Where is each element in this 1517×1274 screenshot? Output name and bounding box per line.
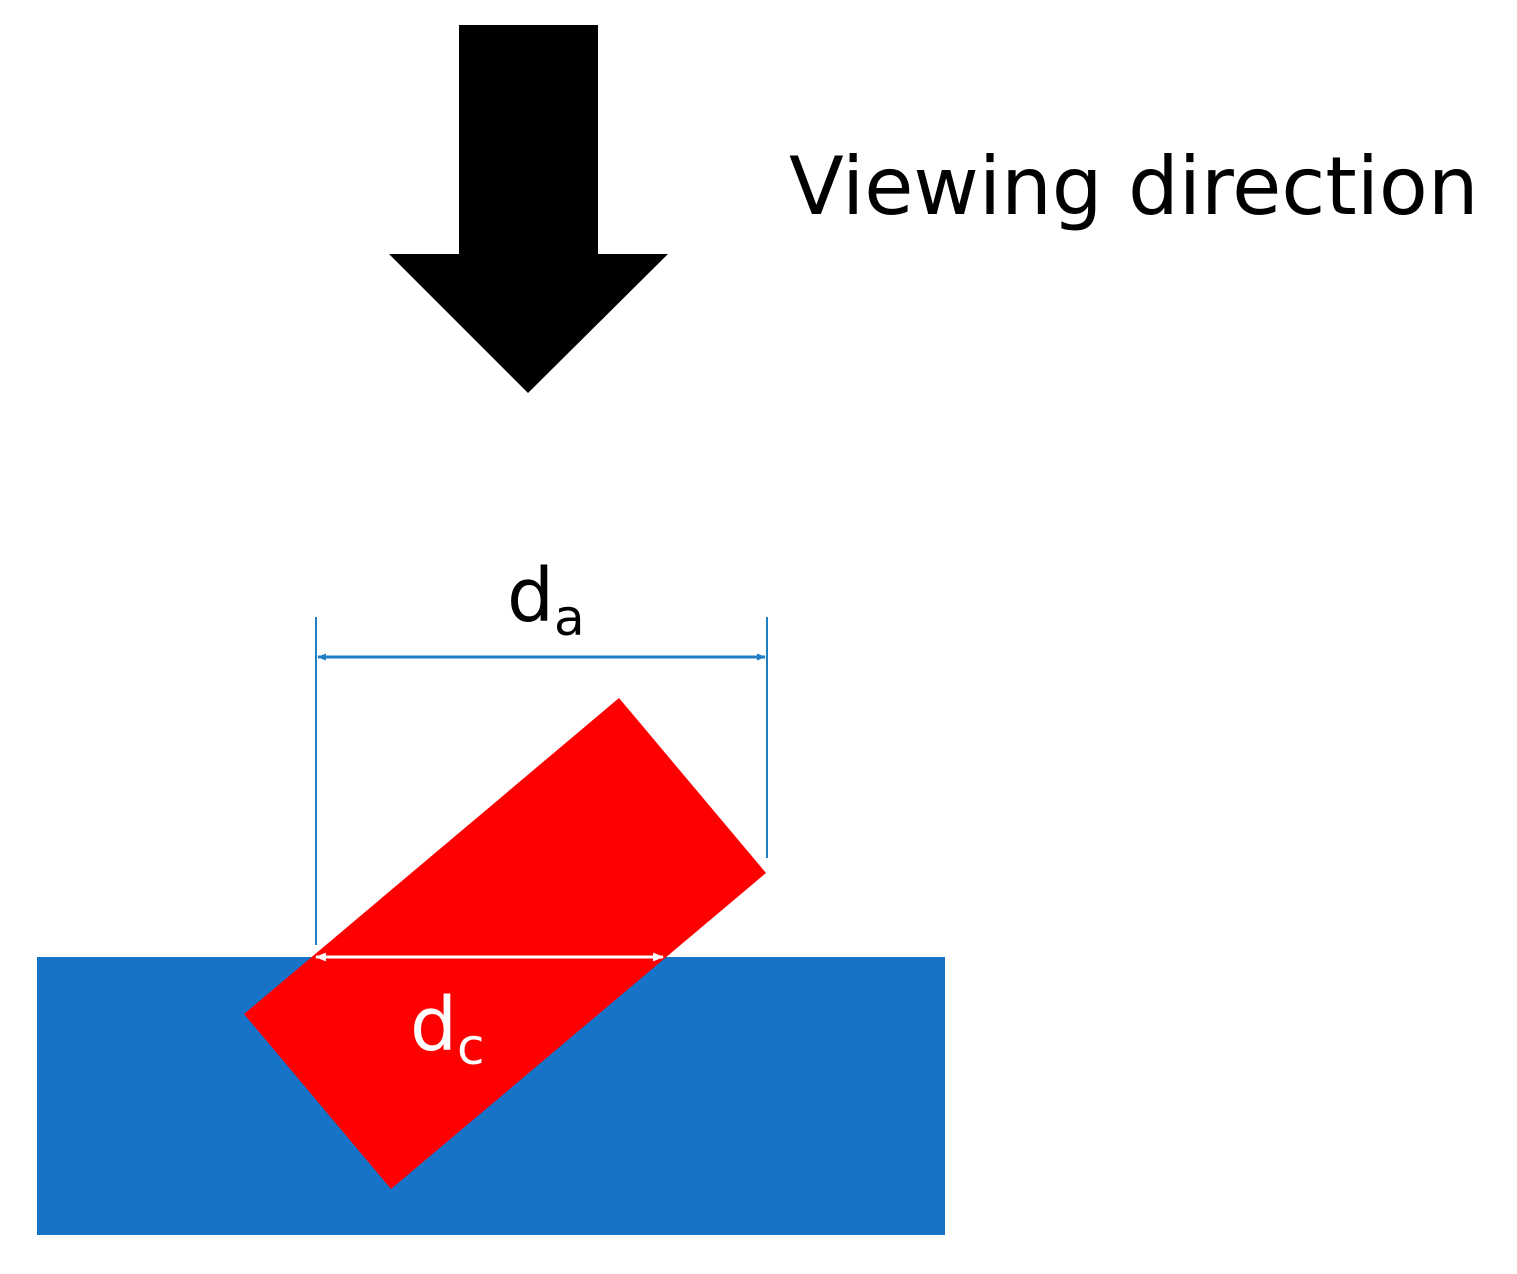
da-label: da	[507, 553, 585, 647]
dc-label-base: d	[410, 982, 457, 1068]
tilted-particle	[244, 698, 766, 1189]
da-label-subscript: a	[554, 589, 585, 647]
down-arrow-icon	[389, 25, 668, 393]
dc-label-subscript: c	[457, 1018, 485, 1076]
da-label-base: d	[507, 553, 554, 639]
dc-label: dc	[410, 982, 484, 1076]
viewing-direction-label: Viewing direction	[789, 140, 1479, 233]
